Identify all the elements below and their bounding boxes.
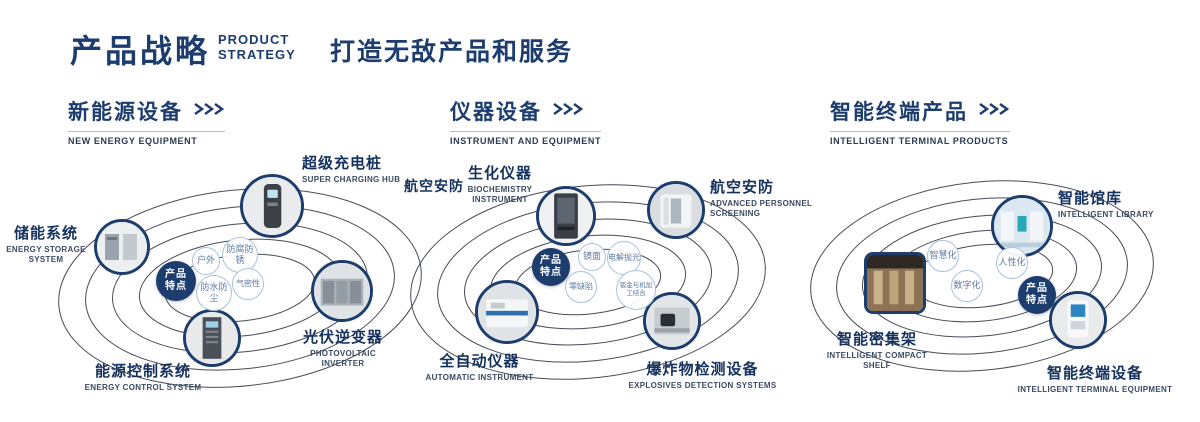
compact-shelf-photo: [864, 252, 926, 314]
product-name-cn: 航空安防: [710, 179, 775, 196]
product-name-en: ADVANCED PERSONNEL SCREENING: [710, 199, 813, 219]
product-name-en: EXPLOSIVES DETECTION SYSTEMS: [628, 381, 777, 390]
product-name-en: INTELLIGENT LIBRARY: [1058, 210, 1154, 219]
triple-chevron-icon: [193, 102, 225, 121]
product-label-super-charging-hub: 超级充电桩 SUPER CHARGING HUB: [302, 152, 412, 185]
product-features-badge: 产品特点: [156, 261, 196, 301]
product-label-pv-inverter: 光伏逆变器 PHOTOVOLTAIC INVERTER: [288, 326, 398, 370]
page-title-en-line1: PRODUCT: [218, 32, 290, 47]
feature-bubble: 人性化: [996, 247, 1028, 279]
section-heading-new-energy: 新能源设备 NEW ENERGY EQUIPMENT: [68, 96, 225, 146]
product-name-en: PHOTOVOLTAIC INVERTER: [310, 349, 376, 369]
personnel-screening-photo: [647, 181, 705, 239]
product-name-cn: 光伏逆变器: [302, 329, 383, 346]
product-name-cn: 储能系统: [13, 225, 78, 242]
section-heading-instrument: 仪器设备 INSTRUMENT AND EQUIPMENT: [450, 96, 602, 146]
section-title-en: INSTRUMENT AND EQUIPMENT: [450, 136, 602, 146]
terminal-equipment-photo: [1049, 291, 1107, 349]
product-name-en: SUPER CHARGING HUB: [302, 175, 401, 184]
feature-bubble: 智慧化: [927, 240, 959, 272]
product-name-cn: 爆炸物检测设备: [646, 361, 759, 378]
super-charging-hub-photo: [240, 174, 304, 238]
badge-label: 产品特点: [1026, 283, 1048, 306]
feature-bubble: 零缺陷: [565, 271, 597, 303]
feature-bubble: 钣金与机加工结合: [616, 270, 656, 310]
feature-bubble: 防水防尘: [196, 275, 232, 311]
product-label-biochemistry: 生化仪器 BIOCHEMISTRY INSTRUMENT: [452, 162, 548, 206]
product-name-cn: 智能密集架: [836, 331, 917, 348]
product-label-intelligent-library: 智能馆库 INTELLIGENT LIBRARY: [1058, 187, 1168, 220]
product-name-cn: 智能终端设备: [1046, 365, 1143, 382]
product-features-badge: 产品特点: [1018, 276, 1056, 314]
page-title-en-line2: STRATEGY: [218, 46, 296, 62]
side-label-aviation-security: 航空安防: [404, 178, 464, 194]
product-name-cn: 能源控制系统: [94, 363, 191, 380]
feature-bubble: 气密性: [232, 268, 264, 300]
energy-control-photo: [183, 309, 241, 367]
section-heading-terminal: 智能终端产品 INTELLIGENT TERMINAL PRODUCTS: [830, 96, 1010, 146]
product-name-cn: 超级充电桩: [302, 155, 383, 172]
product-name-en: BIOCHEMISTRY INSTRUMENT: [467, 185, 533, 205]
energy-storage-photo: [94, 219, 150, 275]
badge-label: 产品特点: [540, 255, 562, 278]
product-label-terminal-equipment: 智能终端设备 INTELLIGENT TERMINAL EQUIPMENT: [1010, 362, 1180, 395]
section-title-cn: 仪器设备: [450, 101, 542, 124]
product-name-en: AUTOMATIC INSTRUMENT: [425, 373, 534, 382]
product-label-energy-control: 能源控制系统 ENERGY CONTROL SYSTEM: [78, 360, 208, 393]
product-name-en: ENERGY STORAGE SYSTEM: [6, 245, 86, 265]
triple-chevron-icon: [552, 102, 584, 121]
product-name-cn: 智能馆库: [1058, 190, 1123, 207]
product-name-en: ENERGY CONTROL SYSTEM: [84, 383, 202, 392]
product-name-cn: 生化仪器: [467, 165, 532, 182]
explosives-detection-photo: [643, 292, 701, 350]
section-title-en: NEW ENERGY EQUIPMENT: [68, 136, 198, 146]
product-features-badge: 产品特点: [532, 248, 570, 286]
product-label-personnel-screening: 航空安防 ADVANCED PERSONNEL SCREENING: [710, 176, 835, 220]
product-name-en: INTELLIGENT COMPACT SHELF: [826, 351, 928, 371]
page-title: 产品战略: [70, 33, 211, 69]
page-title-en: PRODUCT STRATEGY: [218, 32, 296, 62]
product-label-energy-storage: 储能系统 ENERGY STORAGE SYSTEM: [2, 222, 90, 266]
product-name-en: INTELLIGENT TERMINAL EQUIPMENT: [1017, 385, 1173, 394]
feature-bubble: 电解抛光: [607, 241, 641, 275]
feature-bubble: 户外: [192, 247, 220, 275]
triple-chevron-icon: [978, 102, 1010, 121]
section-title-cn: 新能源设备: [68, 101, 183, 124]
slogan: 打造无敌产品和服务: [330, 38, 574, 66]
feature-bubble: 数字化: [951, 270, 983, 302]
automatic-instrument-photo: [475, 280, 539, 344]
section-title-en: INTELLIGENT TERMINAL PRODUCTS: [830, 136, 1009, 146]
product-label-compact-shelf: 智能密集架 INTELLIGENT COMPACT SHELF: [812, 328, 942, 372]
product-label-automatic-instrument: 全自动仪器 AUTOMATIC INSTRUMENT: [412, 350, 547, 383]
product-name-cn: 全自动仪器: [439, 353, 520, 370]
feature-bubble: 防腐防锈: [222, 237, 258, 273]
section-title-cn: 智能终端产品: [830, 101, 968, 124]
badge-label: 产品特点: [165, 269, 187, 292]
biochemistry-instrument-photo: [536, 186, 596, 246]
feature-bubble: 镜面: [578, 243, 606, 271]
intelligent-library-photo: [991, 195, 1053, 257]
pv-inverter-photo: [311, 260, 373, 322]
product-label-explosives-detection: 爆炸物检测设备 EXPLOSIVES DETECTION SYSTEMS: [615, 358, 790, 391]
